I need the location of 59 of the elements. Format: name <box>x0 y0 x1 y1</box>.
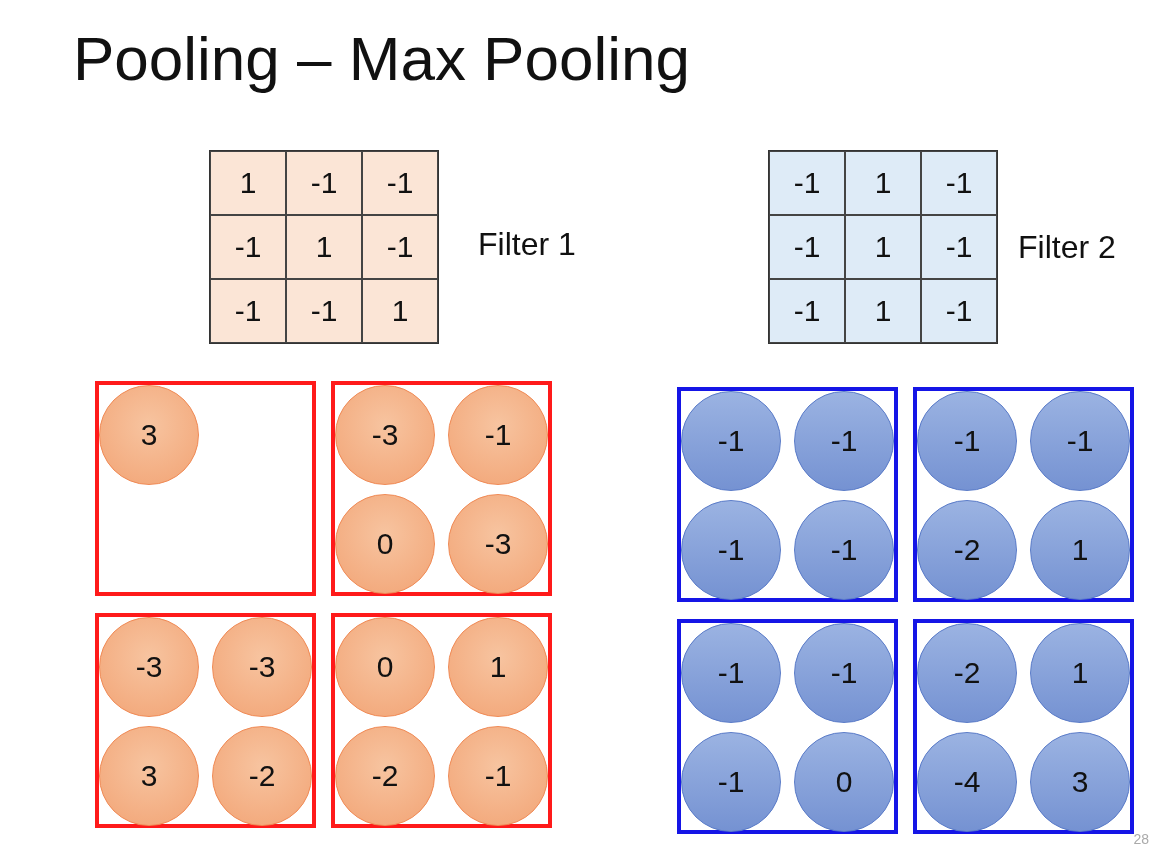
pooling-region-box <box>913 619 1134 834</box>
matrix-cell: -1 <box>769 279 845 343</box>
value-circle: -2 <box>335 726 435 826</box>
page-number: 28 <box>1133 831 1149 847</box>
value-circle: 0 <box>335 494 435 594</box>
value-circle: -2 <box>917 500 1017 600</box>
value-circle: -1 <box>794 623 894 723</box>
value-circle: -3 <box>212 617 312 717</box>
matrix-cell: -1 <box>210 279 286 343</box>
value-circle: -1 <box>917 391 1017 491</box>
value-circle: -1 <box>681 391 781 491</box>
value-circle: -1 <box>681 500 781 600</box>
matrix-cell: -1 <box>921 279 997 343</box>
value-circle: 0 <box>794 732 894 832</box>
value-circle: -1 <box>681 623 781 723</box>
value-circle: -1 <box>1030 391 1130 491</box>
value-circle: -1 <box>448 726 548 826</box>
pooling-region-box <box>331 613 552 828</box>
value-circle: 3 <box>1030 732 1130 832</box>
slide-title: Pooling – Max Pooling <box>73 23 690 95</box>
value-circle: -3 <box>448 494 548 594</box>
value-circle: -4 <box>917 732 1017 832</box>
value-circle: 3 <box>99 726 199 826</box>
matrix-cell: -1 <box>210 215 286 279</box>
value-circle: 1 <box>1030 500 1130 600</box>
value-circle: -2 <box>917 623 1017 723</box>
pooling-region-box <box>677 387 898 602</box>
value-circle: -1 <box>794 391 894 491</box>
matrix-cell: -1 <box>921 215 997 279</box>
value-circle: 1 <box>448 617 548 717</box>
pooling-region-box <box>331 381 552 596</box>
value-circle: -1 <box>681 732 781 832</box>
matrix-cell: 1 <box>286 215 362 279</box>
pooling-region-box <box>913 387 1134 602</box>
matrix-cell: -1 <box>286 151 362 215</box>
matrix-cell: -1 <box>769 215 845 279</box>
matrix-cell: -1 <box>362 215 438 279</box>
matrix-cell: -1 <box>921 151 997 215</box>
value-circle: 1 <box>1030 623 1130 723</box>
value-circle: 3 <box>99 385 199 485</box>
value-circle: -1 <box>448 385 548 485</box>
matrix-cell: 1 <box>845 215 921 279</box>
value-circle: -1 <box>794 500 894 600</box>
value-circle: -3 <box>99 617 199 717</box>
matrix-cell: -1 <box>769 151 845 215</box>
matrix-cell: -1 <box>286 279 362 343</box>
matrix-cell: 1 <box>362 279 438 343</box>
pooling-region-box <box>95 381 316 596</box>
matrix-cell: 1 <box>845 279 921 343</box>
value-circle: 0 <box>335 617 435 717</box>
pooling-region-box <box>95 613 316 828</box>
value-circle: -3 <box>335 385 435 485</box>
value-circle: -2 <box>212 726 312 826</box>
matrix-cell: 1 <box>210 151 286 215</box>
filter-label: Filter 2 <box>1018 229 1116 266</box>
pooling-region-box <box>677 619 898 834</box>
matrix-cell: 1 <box>845 151 921 215</box>
matrix-cell: -1 <box>362 151 438 215</box>
filter-label: Filter 1 <box>478 226 576 263</box>
